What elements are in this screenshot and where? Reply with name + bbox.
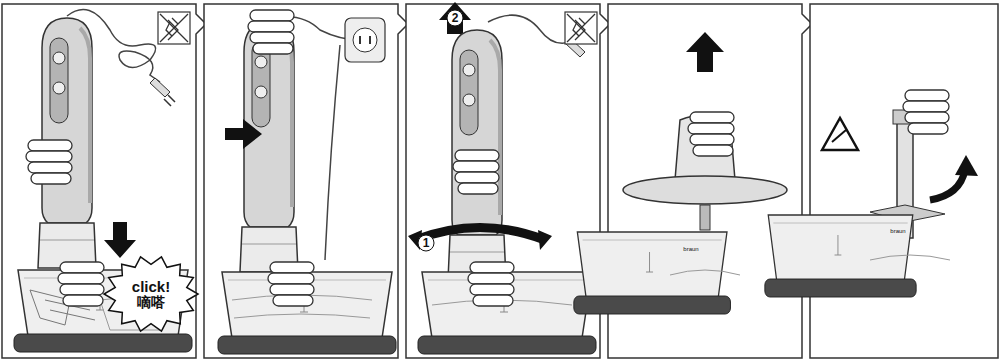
panel-operate bbox=[218, 10, 396, 354]
panel-lid bbox=[574, 32, 787, 314]
sound-text: 嘀嗒 bbox=[137, 295, 165, 310]
sound-text: click! bbox=[132, 279, 170, 295]
panel-remove bbox=[408, 2, 597, 354]
panel-blade bbox=[765, 90, 978, 297]
brand-mark: braun bbox=[676, 244, 706, 254]
step-number: 1 bbox=[418, 234, 434, 252]
step-number: 2 bbox=[447, 9, 463, 27]
brand-mark: braun bbox=[883, 226, 913, 236]
click-starburst: click!嘀嗒 bbox=[104, 256, 198, 332]
